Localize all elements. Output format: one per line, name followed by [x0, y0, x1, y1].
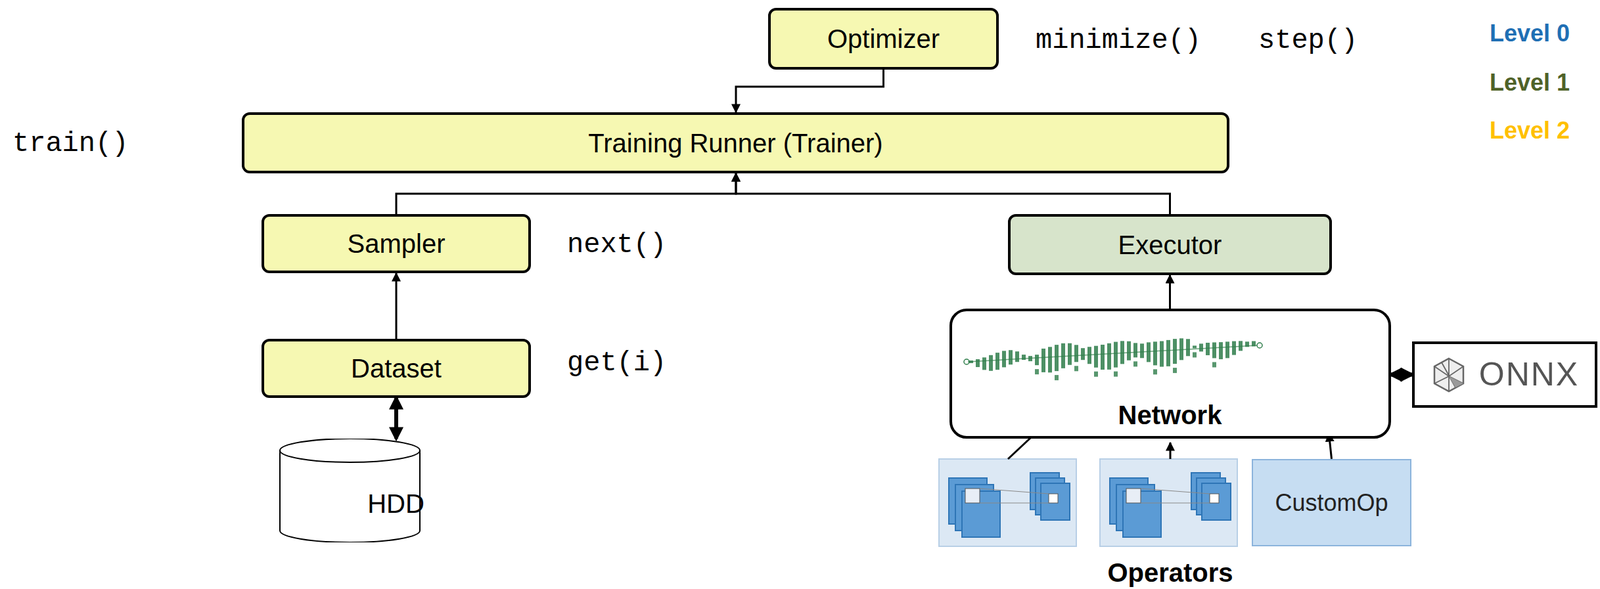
method-name: train() [12, 128, 129, 160]
method-name: next() [567, 229, 667, 261]
level-label: Level 1 [1489, 69, 1570, 96]
connector-arrow [735, 69, 884, 113]
network-graph-illustration [961, 325, 1264, 399]
operator-image [938, 459, 1077, 547]
sampler-box: Sampler [261, 214, 531, 274]
onnx-box: ONNX [1412, 341, 1598, 409]
node-label: Network [1118, 400, 1223, 430]
node-label: HDD [367, 489, 425, 519]
level-label: Level 2 [1489, 117, 1570, 144]
connector-arrow [1168, 275, 1171, 309]
connector-arrow [396, 173, 736, 215]
level-label: Level 0 [1489, 20, 1570, 47]
group-label: Operators [1107, 558, 1233, 588]
connector-arrow [394, 398, 399, 439]
onnx-logo [1430, 356, 1468, 394]
node-label: Optimizer [827, 24, 940, 54]
method-name: minimize() [1035, 25, 1202, 56]
connector-arrow [735, 173, 1171, 215]
node-label: Dataset [350, 354, 442, 384]
network-box: Network [949, 308, 1392, 439]
executor-box: Executor [1007, 214, 1332, 276]
node-label: Sampler [347, 229, 446, 259]
connector-arrow [395, 273, 398, 340]
dataset-box: Dataset [261, 339, 531, 399]
node-label: ONNX [1479, 356, 1579, 393]
method-name: get(i) [567, 348, 667, 379]
operator-image [1099, 459, 1238, 547]
method-name: step() [1258, 25, 1358, 56]
node-label: Executor [1118, 230, 1223, 260]
optimizer-box: Optimizer [768, 7, 999, 70]
trainer-box: Training Runner (Trainer) [241, 112, 1230, 174]
connector-arrow [1391, 373, 1413, 378]
node-label: Training Runner (Trainer) [588, 128, 883, 158]
hdd-cylinder: HDD [278, 438, 514, 543]
customop-box: CustomOp [1251, 459, 1412, 547]
node-label: CustomOp [1274, 490, 1388, 517]
